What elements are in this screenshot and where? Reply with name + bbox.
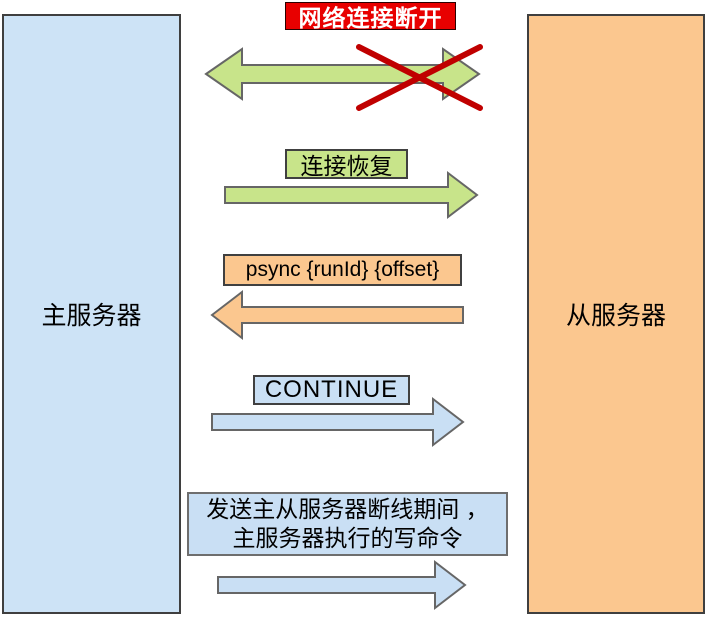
slave-server-label: 从服务器 <box>565 302 666 330</box>
network-disconnect-badge: 网络连接断开 <box>285 2 456 31</box>
psync-command-label: psync {runId} {offset} <box>223 254 462 286</box>
resend-commands-line2: 主服务器执行的写命令 <box>232 525 463 551</box>
resend-commands-line1: 发送主从服务器断线期间 ， <box>206 496 489 522</box>
master-server-label: 主服务器 <box>41 302 142 330</box>
master-server-box: 主服务器 <box>2 14 181 614</box>
reconnect-arrow-icon <box>224 170 479 220</box>
resend-arrow-icon <box>217 559 467 611</box>
continue-label: CONTINUE <box>253 375 410 405</box>
continue-arrow-icon <box>211 396 465 448</box>
disconnect-x-icon <box>356 44 483 111</box>
bidirectional-arrow-icon <box>204 47 481 101</box>
psync-arrow-icon <box>210 289 464 341</box>
reconnect-label: 连接恢复 <box>285 149 408 179</box>
resend-commands-label: 发送主从服务器断线期间 ， 主服务器执行的写命令 <box>187 492 508 556</box>
slave-server-box: 从服务器 <box>527 14 705 614</box>
